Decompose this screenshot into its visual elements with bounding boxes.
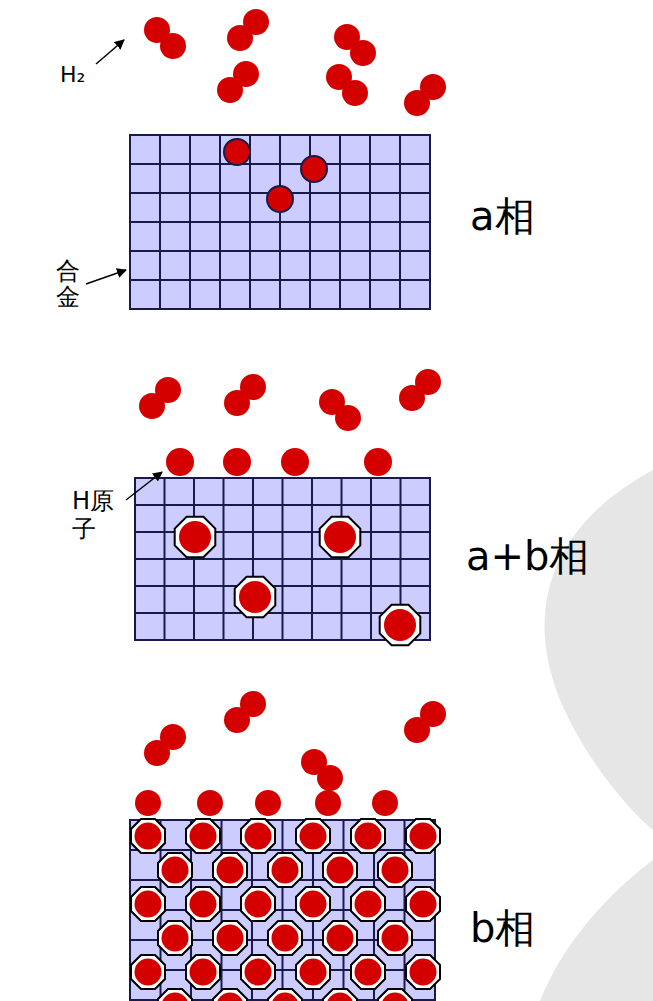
hydrogen-atom <box>323 989 357 1001</box>
hydrogen-atom <box>406 887 440 921</box>
hydrogen-atom <box>268 989 302 1001</box>
hydrogen-atom <box>378 989 412 1001</box>
hydrogen-atom <box>378 853 412 887</box>
hydrogen-atom <box>131 819 165 853</box>
hydrogen-atom <box>241 887 275 921</box>
hydrogen-atom <box>378 921 412 955</box>
hydrogen-atom <box>213 853 247 887</box>
hydrogen-atom <box>351 887 385 921</box>
hydrogen-atom <box>351 955 385 989</box>
hydrogen-atom <box>296 887 330 921</box>
hydrogen-atom <box>158 853 192 887</box>
hydrogen-atom <box>186 887 220 921</box>
hydrogen-atom <box>158 989 192 1001</box>
hydrogen-atom <box>406 819 440 853</box>
hydrogen-atom <box>186 819 220 853</box>
hydrogen-atom <box>296 955 330 989</box>
alloy-label: 合金 <box>56 258 80 311</box>
hydrogen-atom <box>241 955 275 989</box>
phase-label: b相 <box>470 905 535 951</box>
hydrogen-atom <box>323 921 357 955</box>
atom-label: H原子 <box>72 488 122 543</box>
hydrogen-atom <box>131 887 165 921</box>
hydrogen-atom <box>158 921 192 955</box>
molecule-label: H₂ <box>60 62 85 87</box>
hydrogen-atom <box>323 853 357 887</box>
hydrogen-atom <box>186 955 220 989</box>
hydrogen-atom <box>268 921 302 955</box>
hydrogen-atom <box>213 921 247 955</box>
hydrogen-atom <box>296 819 330 853</box>
hydrogen-atom <box>131 955 165 989</box>
atom-lattice <box>131 819 440 1001</box>
hydrogen-atom <box>406 955 440 989</box>
hydrogen-atom <box>213 989 247 1001</box>
hydrogen-atom <box>351 819 385 853</box>
hydrogen-atom <box>268 853 302 887</box>
phase-label: a相 <box>470 193 535 239</box>
phase-label: a+b相 <box>466 533 589 579</box>
hydrogen-atom <box>241 819 275 853</box>
